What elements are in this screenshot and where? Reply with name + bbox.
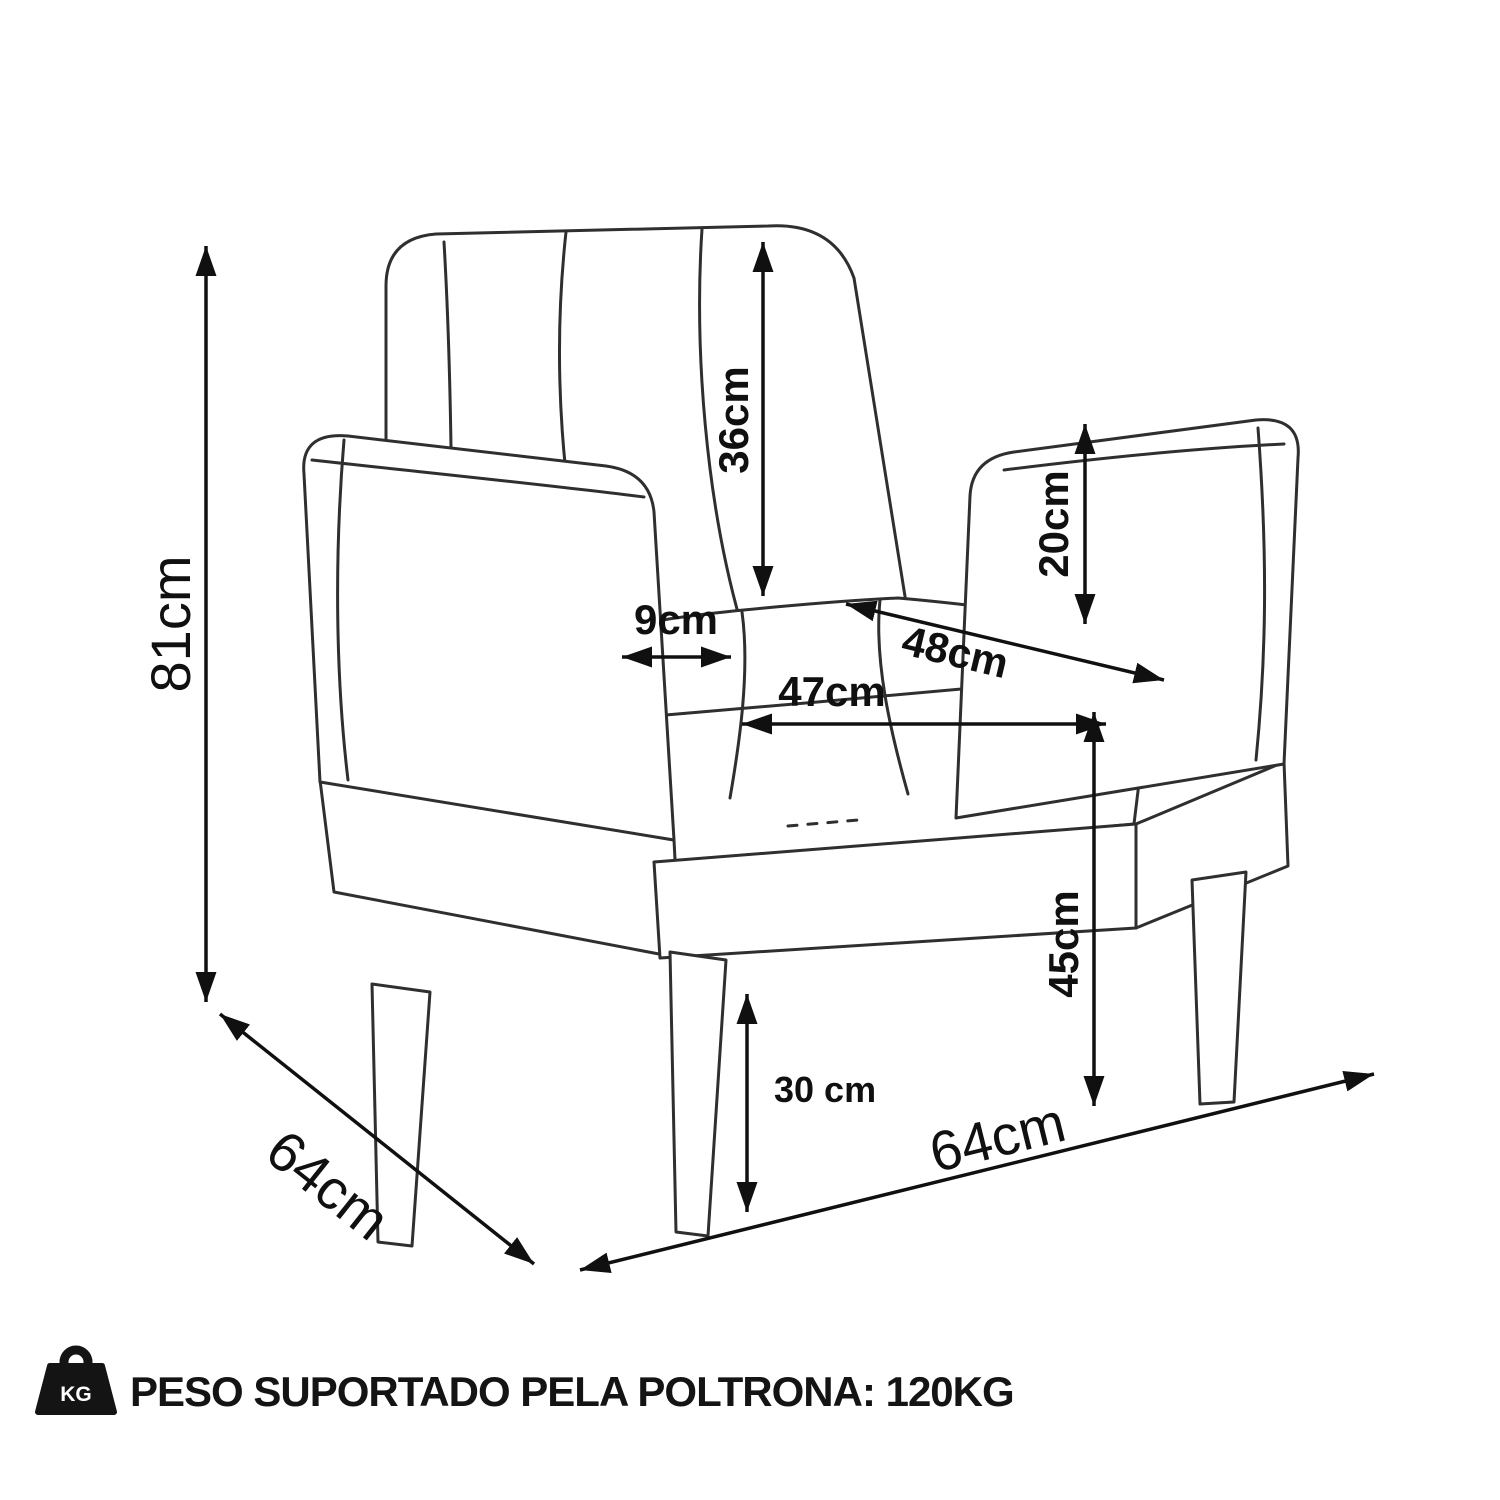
dim-armrest-height: 20cm [1030, 424, 1096, 624]
weight-body [35, 1363, 117, 1415]
dim-leg-height: 30 cm [736, 994, 876, 1212]
left-armrest-panel [302, 434, 676, 842]
dim-seat-height: 45cm [1040, 712, 1105, 1106]
dimension-annotations: 81cm 64cm 64cm 36cm 20cm 9cm [139, 242, 1375, 1274]
seat-height-label: 45cm [1040, 890, 1087, 997]
seat-stitch-dots [786, 818, 860, 828]
total-height-label: 81cm [139, 556, 202, 693]
dim-armrest-thickness: 9cm [622, 596, 731, 668]
leg-front-right [1190, 870, 1248, 1106]
weight-handle [59, 1345, 93, 1366]
seat-width-label: 47cm [778, 668, 885, 715]
kg-weight-icon: KG [35, 1345, 117, 1415]
seat-depth-arrow [845, 600, 1165, 684]
leg-front-left [668, 950, 728, 1238]
left-armrest-top-edge [310, 458, 646, 499]
armrest-thickness-label: 9cm [634, 596, 718, 643]
armrest-height-label: 20cm [1030, 470, 1077, 577]
armchair-line-drawing [302, 224, 1300, 1248]
max-weight-text: PESO SUPORTADO PELA POLTRONA: 120KG [130, 1368, 1014, 1415]
weight-icon-label: KG [60, 1383, 92, 1406]
right-armrest-panel [954, 418, 1300, 820]
leg-height-label: 30 cm [774, 1069, 876, 1110]
right-armrest-top-edge [1002, 442, 1286, 472]
dim-total-height: 81cm [139, 246, 217, 1002]
right-armrest-front-seam [1254, 426, 1267, 762]
seat-seam-left [728, 610, 747, 800]
width-label: 64cm [923, 1090, 1071, 1184]
dim-seat-width: 47cm [742, 668, 1106, 735]
footer-weight-note: KG PESO SUPORTADO PELA POLTRONA: 120KG [35, 1345, 1015, 1415]
depth-arrow [218, 1012, 536, 1266]
dim-backrest-height: 36cm [710, 242, 774, 596]
width-arrow [579, 1070, 1375, 1274]
backrest-height-label: 36cm [710, 366, 757, 473]
backrest-seam-right [698, 227, 742, 622]
left-armrest-front-seam [336, 438, 350, 782]
